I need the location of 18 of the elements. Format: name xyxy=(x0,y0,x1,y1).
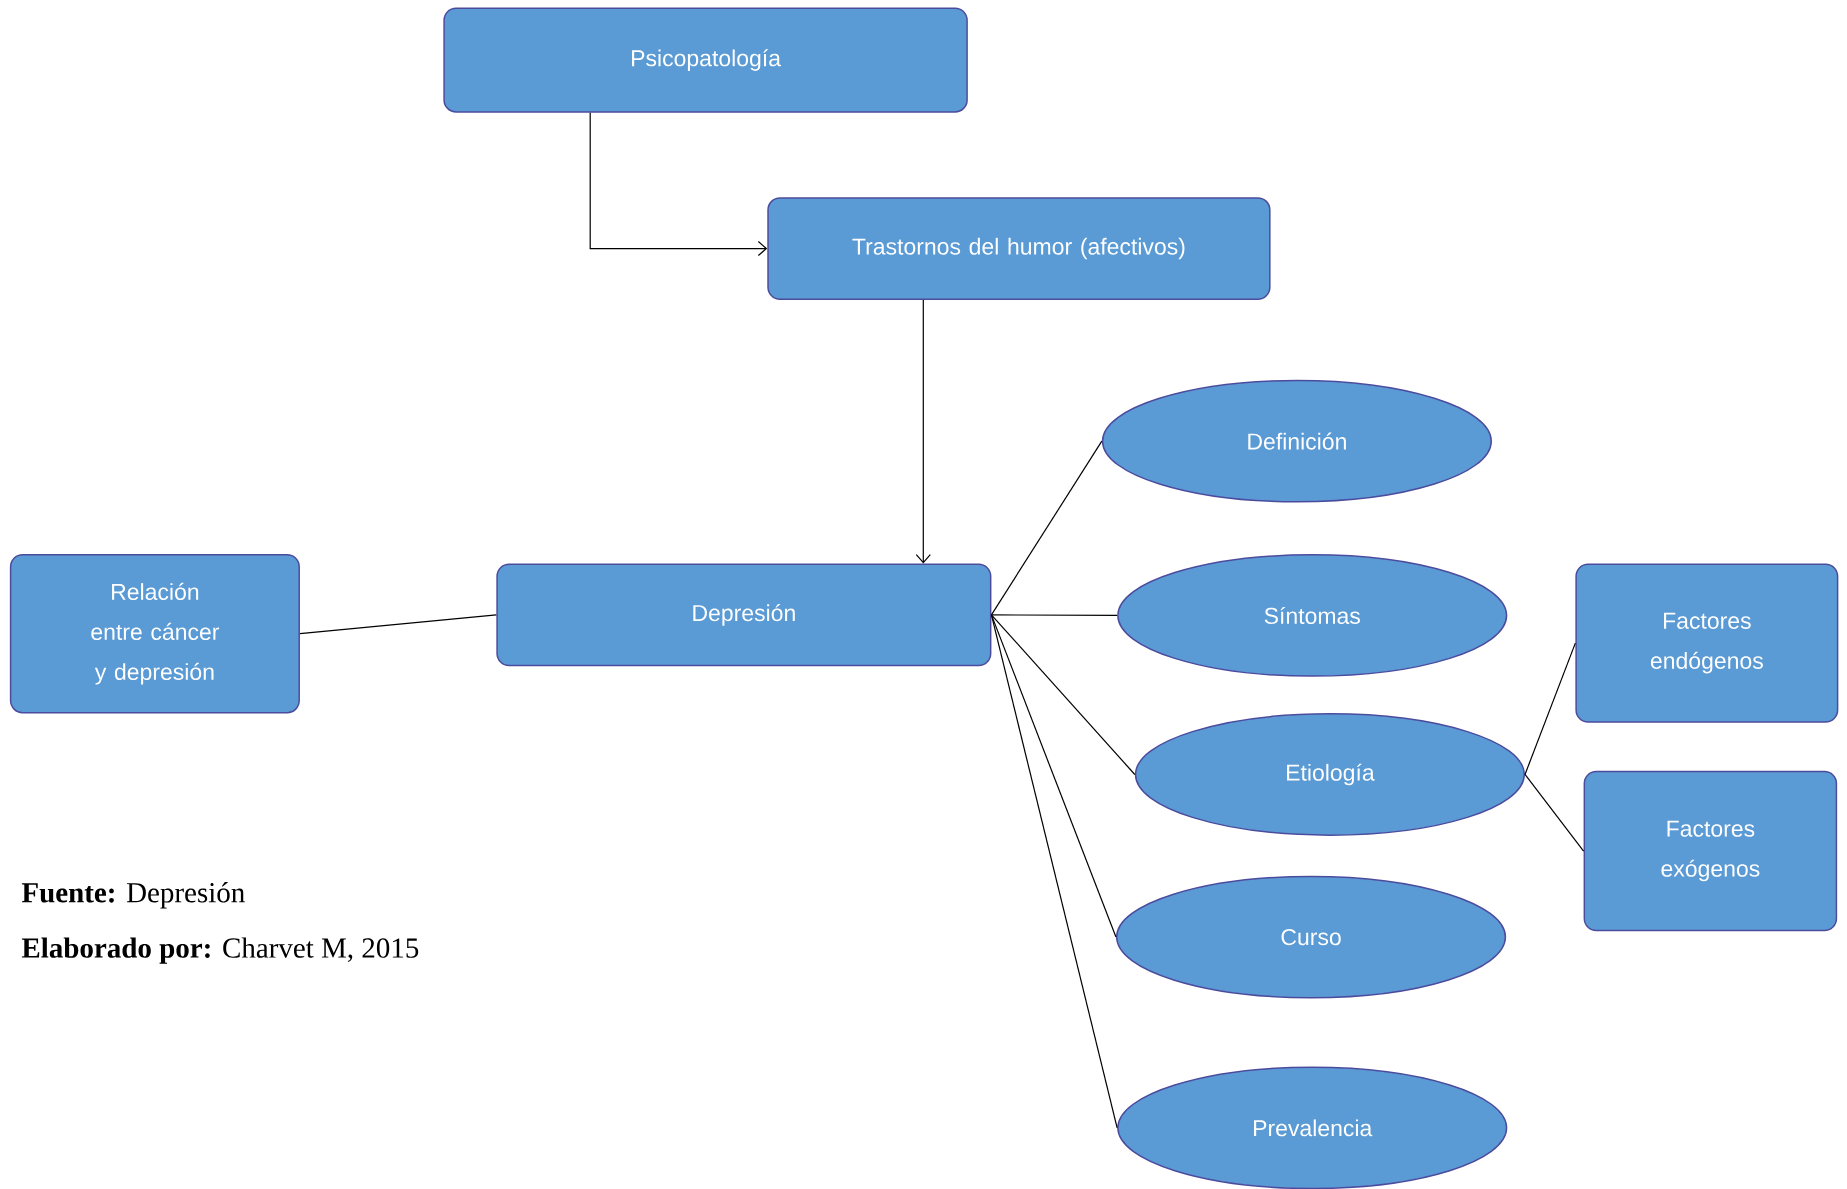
connector-line xyxy=(299,614,497,635)
source-note: Fuente: Depresión xyxy=(21,882,245,909)
arrow xyxy=(915,299,931,564)
connector-line xyxy=(990,614,1118,617)
process-box: Depresión xyxy=(496,563,992,667)
arrow xyxy=(589,112,768,257)
connector-line xyxy=(1524,642,1576,776)
connector-line xyxy=(990,614,1117,938)
process-box: Psicopatología xyxy=(443,7,968,113)
process-box: Trastornos del humor (afectivos) xyxy=(767,197,1271,300)
process-box: Factores exógenos xyxy=(1583,770,1838,932)
process-box: Relación entre cáncer y depresión xyxy=(9,554,300,714)
source-note: Elaborado por: Charvet M, 2015 xyxy=(21,937,419,964)
connector-line xyxy=(990,440,1103,616)
process-box: Factores endógenos xyxy=(1575,563,1839,723)
connector-line xyxy=(1524,773,1585,852)
connector-line xyxy=(990,614,1136,776)
connector-line xyxy=(990,614,1118,1129)
